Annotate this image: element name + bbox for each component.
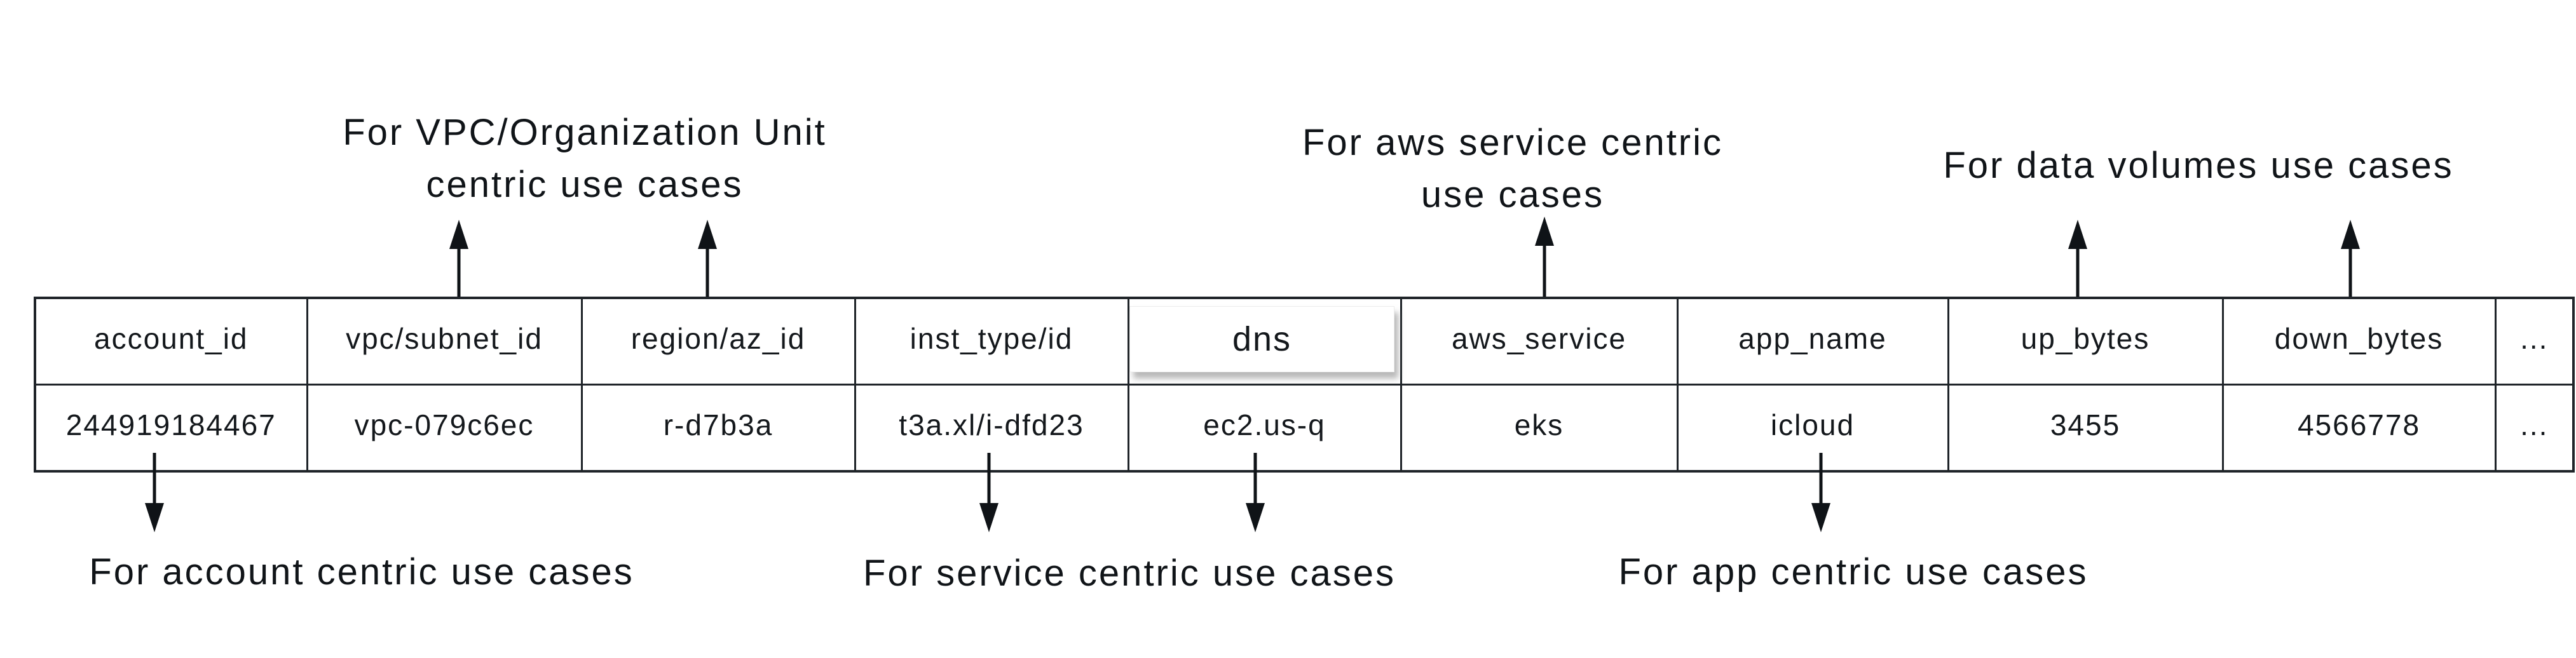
arrow-head-icon: [979, 503, 998, 532]
value-cell-down-bytes: 4566778: [2221, 384, 2497, 473]
arrow-shaft: [2076, 244, 2080, 297]
arrow-down-dns: [1246, 453, 1265, 532]
arrow-shaft: [1819, 453, 1823, 508]
arrow-up-region-az-id: [698, 220, 717, 297]
arrow-head-icon: [145, 503, 164, 532]
note-data-volumes: For data volumes use cases: [1817, 140, 2576, 192]
arrow-shaft: [1543, 241, 1546, 297]
arrow-shaft: [1253, 453, 1257, 508]
arrow-up-aws-service: [1535, 217, 1554, 297]
header-cell-region-az-id: region/az_id: [580, 297, 856, 386]
value-cell-vpc-subnet-id: vpc-079c6ec: [306, 384, 583, 473]
dns-overlay-label: dns: [1232, 320, 1292, 358]
arrow-shaft: [987, 453, 991, 508]
note-app-centric-text: For app centric use cases: [1618, 551, 2089, 593]
header-cell-vpc-subnet-id: vpc/subnet_id: [306, 297, 583, 386]
value-cell-dns: ec2.us-q: [1127, 384, 1402, 473]
arrow-up-down-bytes: [2341, 220, 2360, 297]
dns-overlay-box: dns: [1129, 306, 1394, 372]
note-account-centric-text: For account centric use cases: [89, 551, 634, 593]
arrow-down-account-id: [145, 453, 164, 532]
header-cell-aws-service: aws_service: [1400, 297, 1679, 386]
arrow-shaft: [153, 453, 156, 508]
value-cell-app-name: icloud: [1676, 384, 1949, 473]
value-cell-account-id: 244919184467: [34, 384, 308, 473]
value-cell-up-bytes: 3455: [1947, 384, 2224, 473]
arrow-shaft: [2348, 244, 2352, 297]
arrow-head-icon: [1811, 503, 1830, 532]
value-cell-more-columns: ...: [2494, 384, 2575, 473]
note-vpc-org-unit-line2: centric use cases: [426, 164, 744, 205]
arrow-down-inst-type-id: [979, 453, 998, 532]
arrow-head-icon: [1246, 503, 1265, 532]
note-aws-service-line1: For aws service centric: [1302, 122, 1724, 163]
header-cell-down-bytes: down_bytes: [2221, 297, 2497, 386]
note-aws-service: For aws service centric use cases: [1131, 117, 1894, 221]
arrow-shaft: [705, 244, 709, 297]
value-cell-region-az-id: r-d7b3a: [580, 384, 856, 473]
note-account-centric: For account centric use cases: [12, 549, 711, 596]
note-vpc-org-unit: For VPC/Organization Unit centric use ca…: [203, 107, 966, 211]
arrow-up-up-bytes: [2068, 220, 2087, 297]
header-cell-app-name: app_name: [1676, 297, 1949, 386]
value-cell-aws-service: eks: [1400, 384, 1679, 473]
note-data-volumes-line1: For data volumes use cases: [1943, 145, 2454, 186]
arrow-up-vpc-subnet-id: [449, 220, 468, 297]
value-row: 244919184467 vpc-079c6ec r-d7b3a t3a.xl/…: [34, 384, 2575, 473]
value-cell-inst-type-id: t3a.xl/i-dfd23: [854, 384, 1129, 473]
note-vpc-org-unit-line1: For VPC/Organization Unit: [343, 112, 827, 153]
header-cell-inst-type-id: inst_type/id: [854, 297, 1129, 386]
note-aws-service-line2: use cases: [1421, 174, 1605, 215]
header-cell-up-bytes: up_bytes: [1947, 297, 2224, 386]
note-app-centric: For app centric use cases: [1504, 549, 2203, 596]
header-cell-account-id: account_id: [34, 297, 308, 386]
schema-table: account_id vpc/subnet_id region/az_id in…: [34, 297, 2575, 473]
header-cell-more-columns: ...: [2494, 297, 2575, 386]
note-service-centric-text: For service centric use cases: [862, 553, 1396, 594]
arrow-down-app-name: [1811, 453, 1830, 532]
arrow-shaft: [457, 244, 461, 297]
note-service-centric: For service centric use cases: [780, 550, 1479, 597]
